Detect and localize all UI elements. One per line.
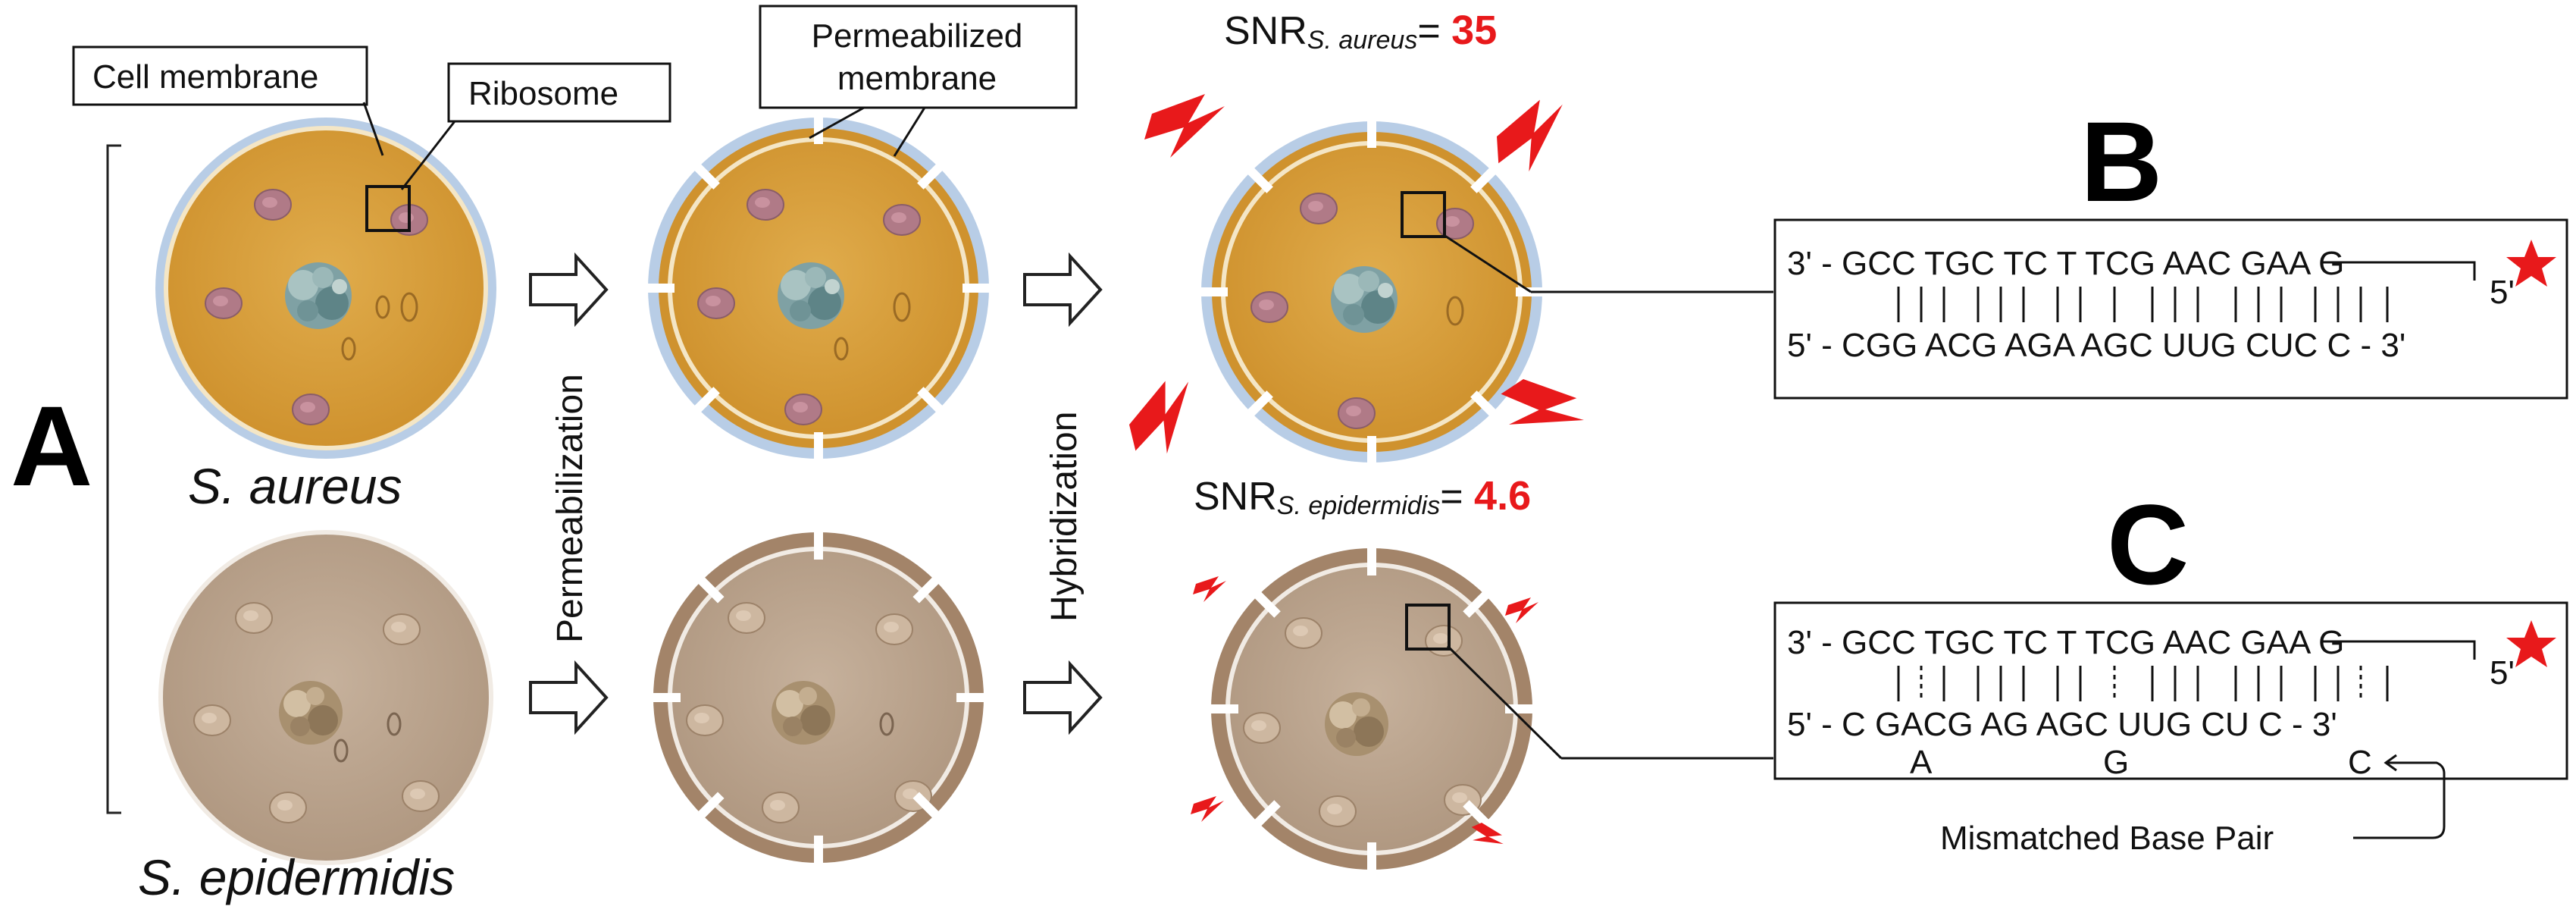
panel-label-a: A bbox=[11, 382, 92, 510]
arrow-epidermidis-permeabilization bbox=[529, 660, 609, 735]
ribosome-pointer bbox=[400, 121, 456, 190]
panel-c-target-sequence: 5' - C GACG AG AGC UUG CU C - 3' bbox=[1787, 706, 2337, 743]
ribosome-zoom-box bbox=[365, 185, 411, 232]
permeabilized-label-line2: membrane bbox=[837, 60, 997, 97]
epidermidis-zoom-connector bbox=[1446, 644, 1563, 760]
panel-c-probe-sequence: 3' - GCC TGC TC T TCG AAC GAA G bbox=[1787, 624, 2344, 661]
panel-b-probe-sequence: 3' - GCC TGC TC T TCG AAC GAA G bbox=[1787, 245, 2344, 282]
mismatch-base-1: A bbox=[1910, 744, 1933, 781]
mismatch-leader-line bbox=[2353, 761, 2446, 839]
snr-aureus: SNRS. aureus= 35 bbox=[1224, 8, 1497, 55]
panel-c-probe-tail bbox=[2321, 640, 2476, 660]
panel-b-probe-tail bbox=[2321, 261, 2476, 281]
snr-epidermidis: SNRS. epidermidis= 4.6 bbox=[1194, 473, 1531, 520]
cell-membrane-callout bbox=[72, 45, 368, 106]
mismatch-base-2: G bbox=[2103, 744, 2129, 781]
mismatch-arrow-head bbox=[2384, 754, 2397, 772]
arrow-epidermidis-hybridization bbox=[1023, 660, 1103, 735]
panel-b-box bbox=[1773, 218, 2568, 400]
epidermidis-cell-hybridized bbox=[1208, 545, 1535, 873]
panel-c-pair-lines bbox=[1897, 666, 2389, 701]
panel-b-pair-lines bbox=[1897, 287, 2389, 322]
mismatch-base-3: C bbox=[2348, 744, 2372, 781]
panel-label-b: B bbox=[2080, 98, 2162, 225]
cell-membrane-label: Cell membrane bbox=[92, 58, 318, 96]
group-bracket bbox=[106, 144, 121, 814]
signal-bolt-epi-2 bbox=[1505, 597, 1538, 623]
epidermidis-ribosome-zoom-box bbox=[1405, 604, 1451, 651]
epidermidis-cell-permeabilized bbox=[650, 529, 987, 866]
step-label-permeabilization: Permeabilization bbox=[550, 374, 590, 643]
aureus-cell-intact bbox=[155, 118, 496, 459]
aureus-cell-permeabilized bbox=[644, 114, 993, 463]
panel-b-probe-5prime: 5' bbox=[2490, 274, 2515, 311]
panel-c-probe-5prime: 5' bbox=[2490, 654, 2515, 692]
permeabilized-membrane-callout bbox=[759, 5, 1078, 109]
panel-c-mismatch-lines bbox=[1920, 666, 2362, 701]
cell-membrane-pointer bbox=[362, 102, 384, 156]
organism-label-aureus: S. aureus bbox=[188, 458, 402, 514]
ribosome-label: Ribosome bbox=[468, 75, 618, 112]
signal-bolt-aureus-1 bbox=[1144, 94, 1225, 158]
panel-label-c: C bbox=[2107, 481, 2189, 608]
panel-c-box bbox=[1773, 601, 2568, 780]
panel-b-target-sequence: 5' - CGG ACG AGA AGC UUG CUC C - 3' bbox=[1787, 327, 2405, 364]
step-label-hybridization: Hybridization bbox=[1044, 412, 1085, 622]
signal-bolt-aureus-2 bbox=[1482, 93, 1581, 180]
arrow-aureus-hybridization bbox=[1023, 252, 1103, 328]
aureus-cell-hybridized bbox=[1197, 118, 1546, 466]
permeabilized-label-line1: Permeabilized bbox=[812, 17, 1023, 55]
signal-bolt-aureus-3 bbox=[1113, 371, 1215, 467]
permeabilized-pointer-2 bbox=[893, 107, 926, 157]
signal-bolt-epi-3 bbox=[1191, 796, 1224, 822]
arrow-aureus-permeabilization bbox=[529, 252, 609, 328]
permeabilized-pointer-1 bbox=[809, 106, 865, 140]
mismatch-label: Mismatched Base Pair bbox=[1940, 820, 2274, 857]
ribosome-callout bbox=[447, 62, 671, 123]
organism-label-epidermidis: S. epidermidis bbox=[138, 849, 455, 905]
aureus-ribosome-zoom-box bbox=[1401, 191, 1446, 238]
aureus-zoom-connector bbox=[1443, 234, 1532, 293]
signal-bolt-epi-1 bbox=[1193, 576, 1226, 602]
epidermidis-cell-intact bbox=[158, 530, 493, 865]
